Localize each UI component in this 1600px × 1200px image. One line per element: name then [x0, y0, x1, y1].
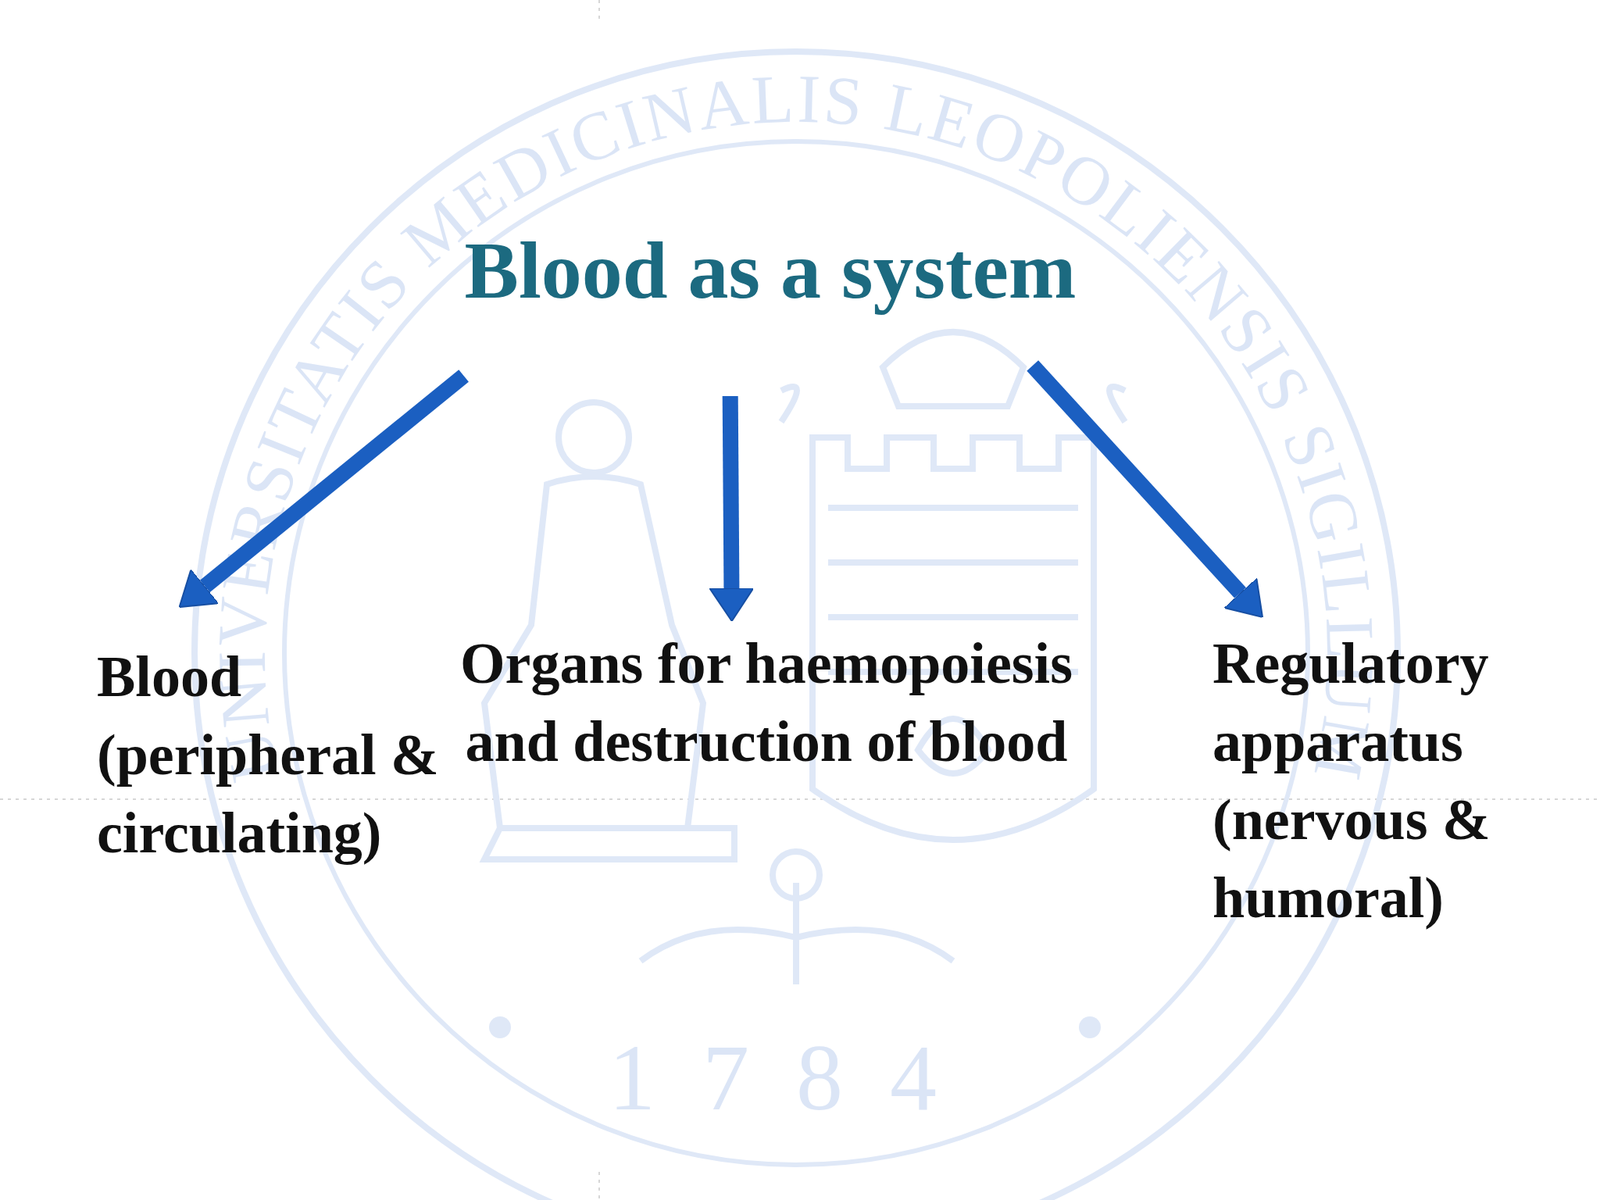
seal-ring: [194, 51, 1398, 1200]
label-text: Blood: [96, 637, 472, 716]
label-text: Regulatory apparatus: [1212, 624, 1525, 781]
thistle-head: [772, 851, 820, 899]
label-text: (nervous & humoral): [1212, 780, 1525, 937]
heading-text: Blood as a system: [418, 219, 1122, 322]
component-label: Organs for haemopoiesis and destruction …: [446, 624, 1087, 781]
seal-year: 1784: [608, 1025, 984, 1130]
flow-arrow: [730, 396, 733, 589]
label-text: Organs for haemopoiesis and destruction …: [446, 624, 1087, 781]
seal-text-group: UNIVERSITATIS MEDICINALIS LEOPOLIENSIS S…: [203, 60, 1389, 1130]
label-text: (peripheral & circulating): [96, 715, 472, 872]
crown: [882, 332, 1024, 407]
component-label: Regulatory apparatus(nervous & humoral): [1212, 624, 1525, 937]
guide-line: [598, 1171, 600, 1200]
system-heading: Blood as a system: [418, 219, 1122, 322]
component-label: Blood(peripheral & circulating): [96, 637, 472, 872]
seal-inscription-text: UNIVERSITATIS MEDICINALIS LEOPOLIENSIS S…: [203, 60, 1389, 788]
seal-dot: [1078, 1016, 1101, 1039]
seal-ring: [284, 141, 1308, 1165]
scroll-ornament: [781, 386, 1125, 422]
seal-dot: [489, 1016, 511, 1039]
figure-head: [558, 402, 629, 473]
flow-arrow: [1032, 365, 1241, 593]
seal-inscription: UNIVERSITATIS MEDICINALIS LEOPOLIENSIS S…: [203, 60, 1389, 788]
figure-plinth: [484, 828, 735, 860]
flow-arrow: [204, 375, 464, 587]
seated-figure: [484, 402, 735, 860]
guide-line: [598, 0, 600, 24]
thistle-ornament: [640, 851, 954, 985]
